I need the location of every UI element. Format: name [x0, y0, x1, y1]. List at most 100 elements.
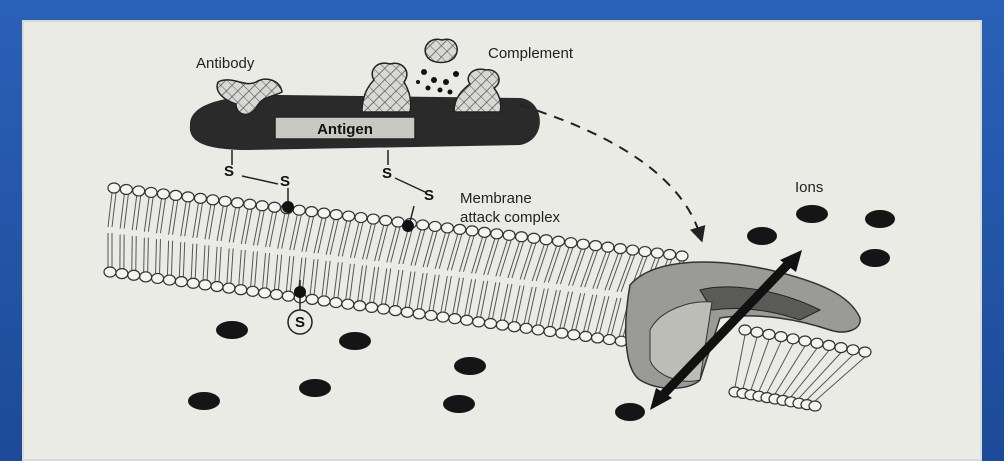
- lipid-head: [627, 245, 639, 255]
- lipid-head: [367, 214, 379, 224]
- lipid-head: [207, 195, 219, 205]
- lipid-head: [473, 317, 485, 327]
- lipid-head: [461, 315, 473, 325]
- lipid-head: [108, 183, 120, 193]
- lipid-head: [425, 310, 437, 320]
- lipid-head: [133, 186, 145, 196]
- lipid-head: [194, 193, 206, 203]
- lipid-head: [602, 242, 614, 252]
- lipid-head: [270, 290, 282, 300]
- lipid-head: [508, 322, 520, 332]
- lipid-head: [577, 239, 589, 249]
- disulfide-s-circled: S: [295, 314, 305, 331]
- lipid-head: [318, 208, 330, 218]
- lipid-head: [603, 335, 615, 345]
- lipid-head: [441, 223, 453, 233]
- lipid-head: [140, 272, 152, 282]
- lipid-head: [520, 323, 532, 333]
- ion: [188, 392, 220, 410]
- lipid-head: [244, 199, 256, 209]
- lipid-head: [256, 201, 268, 211]
- lipid-head: [553, 236, 565, 246]
- lipid-head: [378, 304, 390, 314]
- lipid-head: [485, 318, 497, 328]
- lipid-head: [366, 302, 378, 312]
- lipid-head: [235, 285, 247, 295]
- lipid-head: [417, 220, 429, 230]
- complement-label: Complement: [488, 45, 574, 62]
- lipid-head: [219, 196, 231, 206]
- lipid-head: [515, 232, 527, 242]
- lipid-head: [145, 187, 157, 197]
- lipid-head: [544, 327, 556, 337]
- lipid-head: [128, 270, 140, 280]
- lipid-head: [556, 328, 568, 338]
- antigen-label: Antigen: [317, 121, 373, 138]
- lipid-head: [354, 301, 366, 311]
- ion: [216, 321, 248, 339]
- lipid-head: [540, 235, 552, 245]
- lipid-head: [580, 331, 592, 341]
- lipid-head: [211, 281, 223, 291]
- disulfide-s-4: S: [424, 187, 434, 204]
- ion: [747, 227, 777, 245]
- lipid-head: [496, 320, 508, 330]
- lipid-head: [306, 294, 318, 304]
- lipid-head: [152, 273, 164, 283]
- lipid-head: [503, 230, 515, 240]
- lipid-head: [639, 247, 651, 257]
- complement-c-shape-2: [454, 69, 501, 112]
- lipid-head: [651, 248, 663, 258]
- ion: [860, 249, 890, 267]
- lipid-head: [318, 296, 330, 306]
- lipid-head: [859, 347, 871, 357]
- lipid-head: [223, 283, 235, 293]
- complement-molecule: [425, 39, 457, 62]
- ion: [615, 403, 645, 421]
- ion: [865, 210, 895, 228]
- lipid-head: [247, 286, 259, 296]
- lipid-head: [823, 340, 835, 350]
- lipid-head: [342, 299, 354, 309]
- complement-c-shape: [362, 63, 411, 112]
- lipid-head: [799, 336, 811, 346]
- ion: [339, 332, 371, 350]
- lipid-head: [330, 210, 342, 220]
- lipid-head: [590, 241, 602, 251]
- lipid-head: [182, 192, 194, 202]
- mac-label-line1: Membrane: [460, 190, 532, 207]
- ion: [443, 395, 475, 413]
- lipid-head: [787, 334, 799, 344]
- disulfide-s-3: S: [382, 165, 392, 182]
- lipid-head: [809, 401, 821, 411]
- antibody-label: Antibody: [196, 55, 255, 72]
- lipid-head: [614, 244, 626, 254]
- lipid-head: [355, 213, 367, 223]
- lipid-head: [491, 229, 503, 239]
- lipid-head: [293, 205, 305, 215]
- lipid-head: [528, 233, 540, 243]
- lipid-head: [835, 343, 847, 353]
- disulfide-s-2: S: [280, 173, 290, 190]
- lipid-head: [170, 190, 182, 200]
- lipid-head: [401, 307, 413, 317]
- lipid-head: [199, 280, 211, 290]
- complement-dots: [416, 69, 459, 95]
- lipid-head: [343, 211, 355, 221]
- lipid-head: [568, 330, 580, 340]
- lipid-head: [175, 277, 187, 287]
- lipid-head: [231, 198, 243, 208]
- lipid-head: [157, 189, 169, 199]
- lipid-head: [478, 227, 490, 237]
- lipid-head: [811, 338, 823, 348]
- lipid-head: [282, 291, 294, 301]
- lipid-head: [592, 333, 604, 343]
- lipid-head: [104, 267, 116, 277]
- lipid-head: [306, 207, 318, 217]
- lipid-head: [565, 238, 577, 248]
- lipid-head: [437, 312, 449, 322]
- lipid-head: [389, 306, 401, 316]
- lipid-head: [676, 251, 688, 261]
- lipid-head: [847, 345, 859, 355]
